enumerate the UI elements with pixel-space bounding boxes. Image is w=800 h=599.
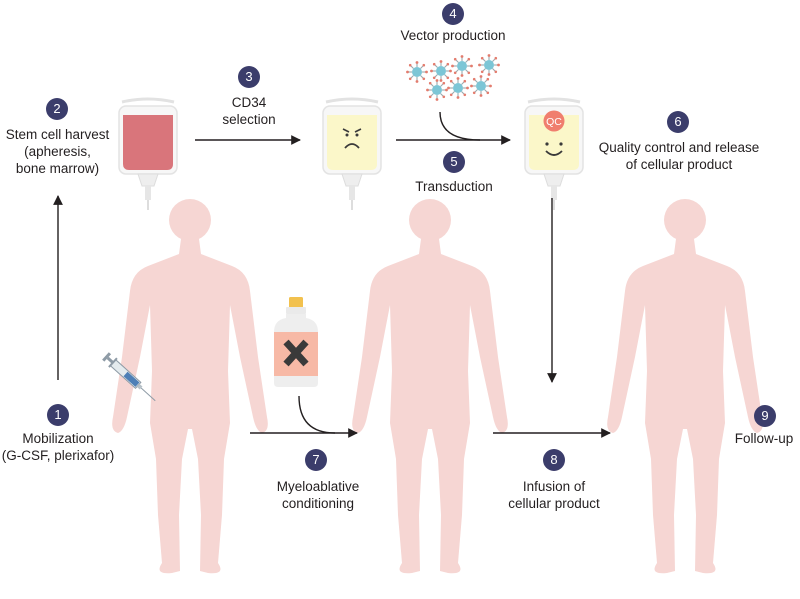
toxic-bottle-icon (274, 297, 318, 387)
step-label-infusion: Infusion of cellular product (496, 478, 612, 512)
qc-badge-label: QC (546, 116, 562, 128)
step-badge-1: 1 (47, 404, 69, 426)
virus-particle-icon (469, 74, 493, 98)
virus-particle-icon (450, 54, 474, 78)
step-label-transduction: Transduction (404, 178, 504, 195)
step-label-line: Myeloablative (276, 479, 360, 494)
step-label-line: Follow-up (734, 431, 794, 446)
step-badge-9: 9 (754, 405, 776, 427)
virus-particle-icon (405, 60, 429, 84)
step-badge-7: 7 (305, 449, 327, 471)
step-label-line: (G-CSF, plerixafor) (1, 448, 115, 463)
virus-particle-icon (477, 53, 501, 77)
arrow-bottle-merge (298, 395, 336, 434)
step-label-cd34-selection: CD34 selection (206, 94, 292, 128)
blood-bag-icon (117, 97, 179, 212)
step-label-line: Infusion of (522, 479, 586, 494)
step-label-line: cellular product (508, 496, 600, 511)
step-label-vector-production: Vector production (383, 27, 523, 44)
step-label-line: Mobilization (22, 431, 94, 446)
step-badge-6: 6 (667, 111, 689, 133)
step-label-line: Vector production (400, 28, 506, 43)
sad-cell-bag-icon (321, 97, 383, 212)
syringe-icon (102, 352, 156, 402)
step-label-line: bone marrow) (15, 161, 100, 176)
human-silhouette-icon (352, 199, 508, 574)
step-label-follow-up: Follow-up (728, 430, 800, 447)
qc-badge: QC (543, 110, 565, 132)
happy-cell-bag-icon (523, 97, 585, 212)
virus-particle-icon (425, 78, 449, 102)
step-label-line: (apheresis, (24, 144, 91, 159)
vector-particles (405, 53, 501, 102)
virus-particle-icon (446, 76, 470, 100)
human-silhouette-icon (607, 199, 763, 574)
step-label-line: of cellular product (625, 157, 733, 172)
step-label-stem-cell-harvest: Stem cell harvest (apheresis, bone marro… (0, 126, 115, 177)
step-label-line: selection (222, 112, 276, 127)
flow-arrows (53, 111, 611, 438)
step-label-line: Stem cell harvest (5, 127, 110, 142)
step-label-mobilization: Mobilization (G-CSF, plerixafor) (0, 430, 116, 464)
arrow-vector-merge (439, 111, 481, 141)
step-label-myeloablative-conditioning: Myeloablative conditioning (262, 478, 374, 512)
step-badge-5: 5 (443, 151, 465, 173)
step-badge-3: 3 (238, 66, 260, 88)
step-badge-8: 8 (543, 449, 565, 471)
step-badge-2: 2 (46, 98, 68, 120)
step-label-line: CD34 (231, 95, 267, 110)
step-label-line: conditioning (281, 496, 355, 511)
step-badge-4: 4 (442, 3, 464, 25)
step-label-line: Quality control and release (598, 140, 760, 155)
virus-particle-icon (429, 59, 453, 83)
step-label-line: Transduction (415, 179, 493, 194)
step-label-quality-control: Quality control and release of cellular … (590, 139, 768, 173)
